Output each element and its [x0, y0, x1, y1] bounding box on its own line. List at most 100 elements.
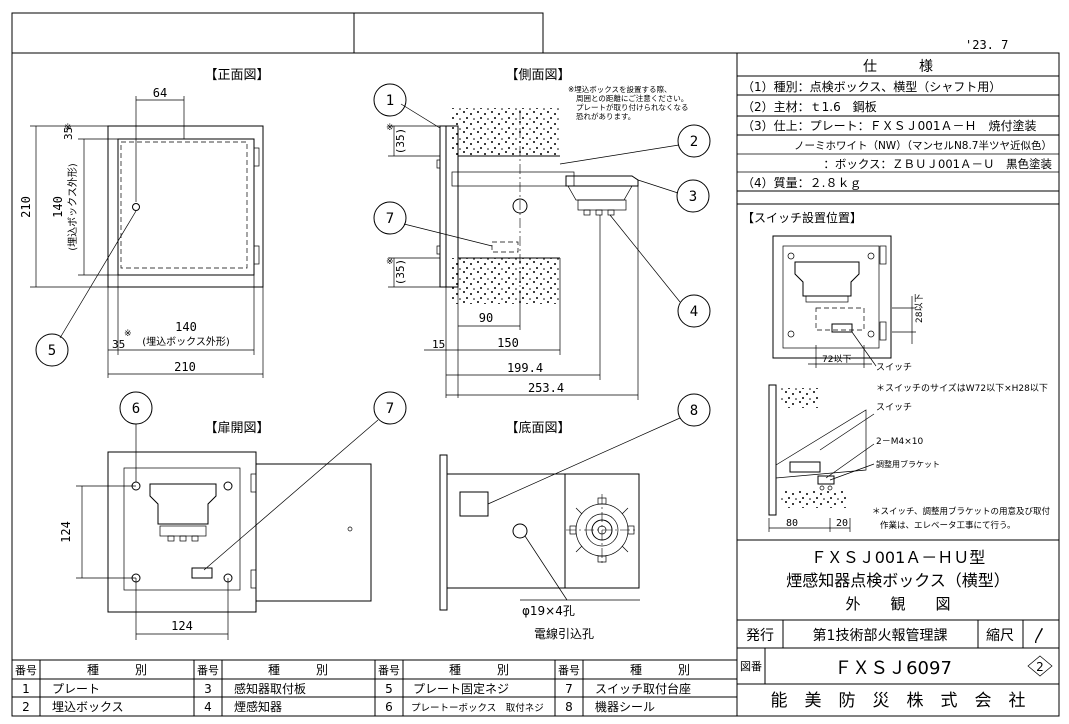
- table-cell: プレート: [52, 682, 100, 696]
- spec-title: 仕 様: [863, 59, 933, 75]
- callout-circle-3: [676, 179, 710, 213]
- table-cell: 1: [22, 682, 30, 696]
- header-number-4: 番号: [558, 664, 580, 677]
- revision-mark-icon: [1027, 655, 1053, 677]
- table-cell: 煙感知器: [234, 699, 282, 714]
- callout-label-8: 8: [690, 403, 698, 419]
- title-block: ＦＸＳＪ001Ａ－ＨＵ型 煙感知器点検ボックス（横型） 外 観 図 発行 第1技…: [737, 539, 1059, 711]
- dim-64: 64: [153, 86, 167, 100]
- product-name: 煙感知器点検ボックス（横型）: [786, 571, 1010, 590]
- bracket-label: 調整用ブラケット: [876, 459, 940, 469]
- drawing-number: ＦＸＳＪ6097: [834, 658, 952, 679]
- side-note-line-3: プレートが取り付けられなくなる: [576, 102, 689, 112]
- switch-section-title: 【スイッチ設置位置】: [742, 210, 862, 225]
- asterisk-note-2: ※: [124, 329, 132, 339]
- table-cell: 5: [385, 682, 393, 696]
- door-open-view-title: 【扉開図】: [204, 420, 269, 436]
- parts-table: 番号 種 別 番号 種 別 番号 種 別 番号 種 別 1 プレート 3 感知器…: [12, 660, 737, 716]
- spec-line-5: ：ボックス：ＺＢＵＪ001Ａ－Ｕ 黒色塗装: [823, 157, 1052, 171]
- spec-line-2: （2）主材：ｔ1.6 鋼板: [742, 100, 877, 114]
- spec-line-4: ノーミホワイト（NW）（マンセルN8.7半ツヤ近似色）: [794, 139, 1052, 152]
- asterisk-side-2: ※: [386, 257, 394, 267]
- scale-value: 〳: [1032, 626, 1048, 645]
- callout-label-6: 6: [132, 401, 140, 417]
- table-cell: 6: [385, 700, 393, 714]
- header-number-2: 番号: [197, 664, 219, 677]
- asterisk-note-1: ※: [64, 123, 72, 133]
- table-cell: 4: [204, 700, 212, 714]
- dim-140-horizontal: 140: [175, 320, 197, 334]
- bottom-view: 【底面図】 φ19×4孔 電線引込孔: [439, 420, 640, 641]
- hole-label: 電線引込孔: [534, 626, 594, 641]
- side-note-line-4: 恐れがあります。: [576, 111, 635, 121]
- spec-line-1: （1）種別：点検ボックス、横型（シャフト用）: [742, 80, 1001, 94]
- dim-199: 199.4: [507, 361, 543, 375]
- callout-circle-2: [677, 124, 711, 158]
- dim-90: 90: [479, 311, 493, 325]
- switch-dim-20: 20: [836, 518, 848, 529]
- switch-position-section: 【スイッチ設置位置】 28以下 72以下 スイッチ ＊スイッチのサイズはW72以…: [742, 210, 1050, 532]
- drawing-kind: 外 観 図: [845, 595, 950, 613]
- bottom-view-title: 【底面図】: [505, 420, 570, 436]
- callout-circle-1: [373, 83, 407, 117]
- issue-label: 発行: [746, 628, 774, 644]
- callout-circle-4: [677, 294, 711, 328]
- header-type-4: 種 別: [630, 663, 690, 677]
- side-note-line-1: ※埋込ボックスを設置する際、: [568, 84, 672, 94]
- dim-35-side-top: (35): [394, 128, 407, 155]
- company-name: 能 美 防 災 株 式 会 社: [771, 691, 1026, 711]
- callout-label-7a: 7: [386, 401, 394, 417]
- dim-210-horizontal: 210: [174, 360, 196, 374]
- callout-label-7b: 7: [386, 211, 394, 227]
- spec-line-6: （4）質量：２.８ｋｇ: [742, 175, 861, 190]
- dim-35-side-bottom: (35): [394, 259, 407, 286]
- asterisk-side-1: ※: [386, 123, 394, 133]
- dim-35-front: 35: [62, 127, 75, 140]
- callout-circle-7a: [373, 391, 407, 425]
- switch-label-2: スイッチ: [876, 402, 912, 413]
- callout-circle-8: [677, 393, 711, 427]
- department: 第1技術部火報管理課: [813, 627, 948, 644]
- table-cell: 8: [565, 700, 573, 714]
- hole-spec: φ19×4孔: [522, 604, 575, 618]
- side-view-title: 【側面図】: [505, 68, 570, 83]
- dim-140-vertical-note: (埋込ボックス外形): [67, 163, 79, 251]
- dim-140-horizontal-note: (埋込ボックス外形): [142, 336, 230, 348]
- header-number-3: 番号: [378, 664, 400, 677]
- switch-label: スイッチ: [876, 362, 912, 373]
- callout-label-4: 4: [690, 304, 698, 320]
- front-view-title: 【正面図】: [204, 68, 269, 83]
- table-cell: 3: [204, 682, 212, 696]
- dim-210-vertical: 210: [19, 196, 33, 218]
- revision-number: 2: [1036, 660, 1044, 674]
- table-cell: プレートーボックス 取付ネジ: [411, 703, 544, 714]
- header-type-3: 種 別: [449, 663, 509, 677]
- table-cell: プレート固定ネジ: [413, 681, 509, 696]
- callout-label-3: 3: [689, 189, 697, 205]
- callout-label-1: 1: [386, 93, 394, 109]
- table-cell: スイッチ取付台座: [595, 681, 691, 696]
- side-note-line-2: 周囲との距離にご注意ください。: [576, 93, 688, 103]
- callout-label-5: 5: [48, 343, 56, 359]
- bracket-note-2: 作業は、エレベータ工事にて行う。: [880, 520, 1016, 531]
- callouts: 1 2 3 4 5 6 7 7 8: [35, 83, 711, 571]
- dim-150: 150: [497, 336, 519, 350]
- front-view: 【正面図】 64 35 ※ 140 (埋込ボックス外形) 210 140 (埋込…: [19, 68, 270, 378]
- switch-dim-72: 72以下: [822, 355, 851, 365]
- door-open-view: 【扉開図】 124 124: [59, 420, 372, 640]
- callout-circle-5: [35, 333, 69, 367]
- model-name: ＦＸＳＪ001Ａ－ＨＵ型: [811, 548, 986, 567]
- screw-label: 2－M4×10: [876, 437, 923, 447]
- dim-124-vertical: 124: [59, 521, 73, 543]
- side-view: 【側面図】 ※埋込ボックスを設置する際、 周囲との距離にご注意ください。 プレー…: [386, 68, 689, 400]
- drawing-no-label: 図番: [740, 660, 762, 673]
- table-cell: 感知器取付板: [234, 681, 306, 696]
- callout-circle-6: [119, 391, 153, 425]
- table-cell: 埋込ボックス: [52, 700, 124, 714]
- dim-124-horizontal: 124: [171, 619, 193, 633]
- dim-15: 15: [432, 338, 445, 351]
- spec-block: 仕 様 （1）種別：点検ボックス、横型（シャフト用） （2）主材：ｔ1.6 鋼板…: [737, 59, 1059, 205]
- dim-253: 253.4: [528, 381, 564, 395]
- spec-line-3: （3）仕上：プレート：ＦＸＳＪ001Ａ－Ｈ 焼付塗装: [742, 118, 1037, 133]
